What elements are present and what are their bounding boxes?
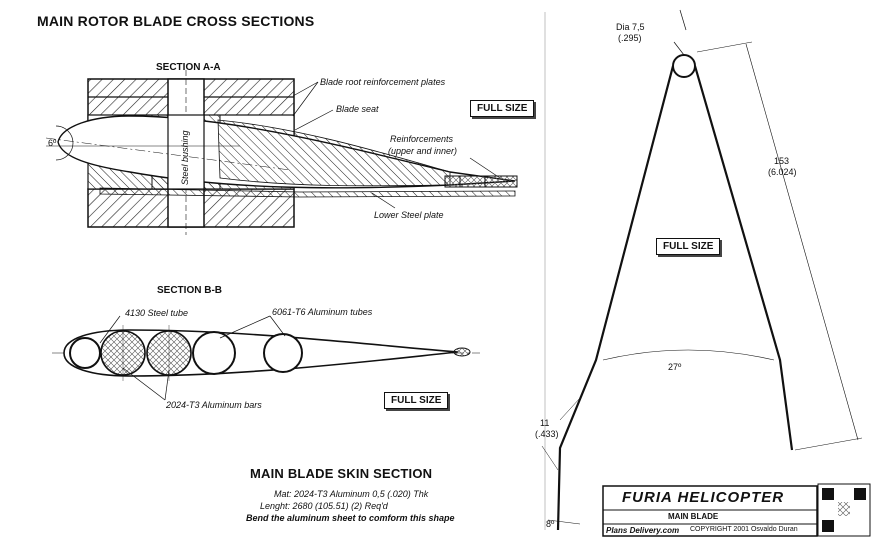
section-b-drawing [52, 315, 480, 401]
title-block-brand: FURIA HELICOPTER [622, 489, 785, 506]
dim-angle-27: 27º [668, 362, 682, 372]
full-size-box-a: FULL SIZE [470, 100, 535, 117]
label-al-tubes: 6061-T6 Aluminum tubes [272, 307, 373, 317]
dim-dia: Dia 7,5 [616, 22, 645, 32]
section-a-heading: SECTION A-A [156, 62, 221, 73]
dim-length: 153 [774, 156, 790, 166]
label-steel-tube: 4130 Steel tube [125, 308, 189, 318]
angle-6: 6º [48, 138, 57, 148]
skin-note: Bend the aluminum sheet to comform this … [246, 513, 455, 523]
label-al-bars: 2024-T3 Aluminum bars [166, 400, 262, 410]
title-block-frame [602, 483, 871, 537]
section-a-drawing [45, 70, 518, 235]
title-block-copyright: COPYRIGHT 2001 Osvaldo Duran [690, 526, 798, 533]
skin-section-drawing [541, 9, 863, 531]
skin-length: Lenght: 2680 (105.51) (2) Req'd [260, 501, 388, 511]
skin-material: Mat: 2024-T3 Aluminum 0,5 (.020) Thk [274, 489, 429, 499]
section-b-heading: SECTION B-B [157, 285, 222, 296]
title-block-site: Plans Delivery.com [606, 526, 680, 535]
label-root-plates: Blade root reinforcement plates [320, 77, 446, 87]
title-block-part: MAIN BLADE [668, 512, 719, 521]
label-blade-seat: Blade seat [336, 104, 379, 114]
label-reinforcements: Reinforcements [390, 134, 454, 144]
dim-tip-angle: 8º [546, 519, 555, 529]
full-size-box-b: FULL SIZE [384, 392, 449, 409]
dim-length-in: (6.024) [768, 167, 797, 177]
full-size-box-skin: FULL SIZE [656, 238, 721, 255]
label-reinforcements-sub: (upper and inner) [388, 146, 458, 156]
dim-flange-in: (.433) [535, 429, 559, 439]
page-title: MAIN ROTOR BLADE CROSS SECTIONS [37, 13, 315, 29]
skin-heading: MAIN BLADE SKIN SECTION [250, 466, 433, 481]
dim-flange: 11 [540, 418, 550, 428]
dim-dia-in: (.295) [618, 33, 642, 43]
label-lower-plate: Lower Steel plate [374, 210, 444, 220]
label-steel-bushing: Steel bushing [180, 130, 190, 185]
